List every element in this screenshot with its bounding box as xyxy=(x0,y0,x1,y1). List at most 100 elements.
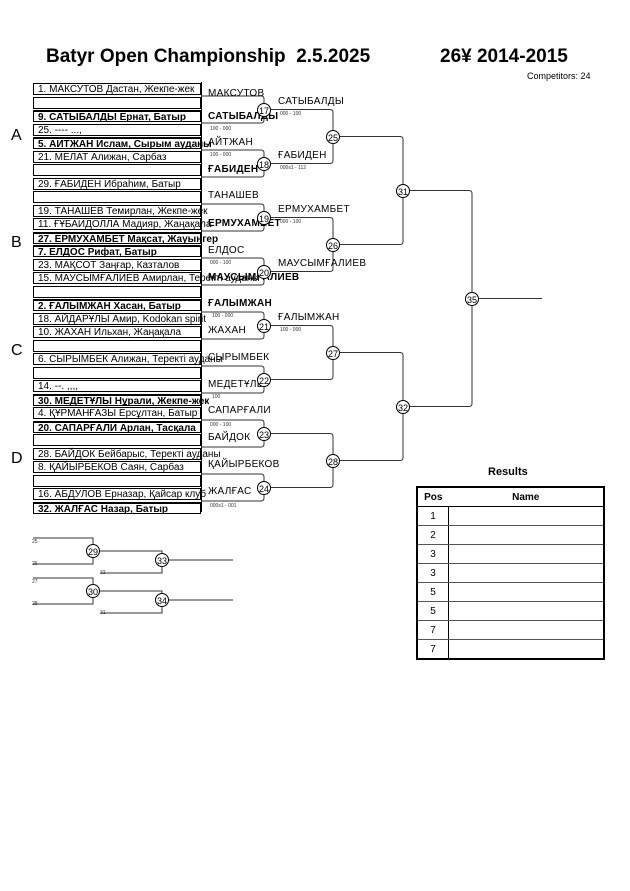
results-row: 3 xyxy=(417,563,604,583)
results-row: 7 xyxy=(417,639,604,660)
bracket-entry: 4. ҚҰРМАНҒАЗЫ Ерсұлтан, Батыр xyxy=(33,407,201,419)
round1-winner: САПАРҒАЛИ xyxy=(208,405,271,416)
match-score: 100 - 000 xyxy=(280,327,302,333)
round2-winner: ҒАБИДЕН xyxy=(278,150,327,161)
bracket-entry: 14. --. ,,,, xyxy=(33,380,201,392)
round1-winner: СЫРЫМБЕК xyxy=(208,352,270,363)
match-node: 19 xyxy=(257,210,271,225)
category-title: 26¥ 2014-2015 xyxy=(440,46,568,67)
competitors-count: Competitors: 24 xyxy=(527,71,591,81)
bracket-entry: 16. АБДУЛОВ Ерназар, Қайсар клуб xyxy=(33,488,206,500)
repechage-source-label: 27 xyxy=(32,579,38,585)
pool-label-d: D xyxy=(11,450,23,467)
bracket-entry: 10. ЖАХАН Ильхан, Жаңақала xyxy=(33,326,201,338)
match-score: 000 - 100 xyxy=(210,422,232,428)
results-row: 5 xyxy=(417,601,604,621)
round1-winner: БАЙДОК xyxy=(208,432,251,443)
bracket-line xyxy=(270,325,334,380)
results-pos: 3 xyxy=(417,563,449,583)
bracket-entry xyxy=(33,366,201,379)
bracket-line xyxy=(340,352,404,461)
results-pos: 2 xyxy=(417,525,449,545)
bracket-entry: 23. МАҚСОТ Заңғар, Казталов xyxy=(33,258,201,271)
bracket-entry: 5. АИТЖАН Ислам, Сырым ауданы xyxy=(33,137,212,150)
bracket-line xyxy=(410,190,473,407)
results-name xyxy=(448,506,604,526)
bracket-entry: 32. ЖАЛҒАС Назар, Батыр xyxy=(33,501,201,515)
round1-winner: ҒАЛЫМЖАН xyxy=(208,298,273,309)
round2-winner: ЕРМУХАМБЕТ xyxy=(278,204,350,215)
round1-winner: ҚАЙЫРБЕКОВ xyxy=(208,459,280,470)
round1-winner: ЖАЛҒАС xyxy=(208,486,252,497)
page-title: Batyr Open Championship 2.5.2025 xyxy=(46,46,371,67)
round1-winner: МАУСЫМҒАЛИЕВ xyxy=(208,272,300,283)
round1-winner: МЕДЕТҰЛЫ xyxy=(208,379,266,390)
repechage-source-label: 28 xyxy=(32,601,38,607)
bracket-line xyxy=(33,537,233,574)
round2-winner: ҒАЛЫМЖАН xyxy=(278,312,340,323)
match-node: 25 xyxy=(326,129,340,144)
bracket-entry xyxy=(33,96,201,109)
match-node: 32 xyxy=(396,399,410,414)
round2-winner: МАУСЫМҒАЛИЕВ xyxy=(278,258,367,269)
results-name xyxy=(448,601,604,621)
results-name xyxy=(448,544,604,564)
bracket-entry: 1. МАКСУТОВ Дастан, Жекпе-жек xyxy=(33,83,201,95)
bracket-entry: 11. ҒҰБАИДОЛЛА Мадияр, Жаңақала xyxy=(33,218,211,230)
pool-label-c: C xyxy=(11,342,23,359)
bracket-entry: 9. САТЫБАЛДЫ Ернат, Батыр xyxy=(33,110,201,123)
round1-winner: МАКСУТОВ xyxy=(208,88,265,99)
match-node: 33 xyxy=(155,553,169,567)
match-node: 29 xyxy=(86,544,100,558)
results-header-name: Name xyxy=(448,487,604,507)
match-node: 17 xyxy=(257,102,271,117)
round1-winner: ҒАБИДЕН xyxy=(208,164,259,175)
match-score: 000s1 - 112 xyxy=(280,165,307,171)
match-node: 26 xyxy=(326,237,340,252)
match-node: 23 xyxy=(257,426,271,441)
bracket-entry: 20. САПАРҒАЛИ Арлан, Тасқала xyxy=(33,420,201,434)
match-node: 31 xyxy=(396,183,410,198)
match-score: 100 - 000 xyxy=(210,152,232,158)
bracket-entry: 27. ЕРМУХАМБЕТ Мақсат, Жауынгер xyxy=(33,231,218,245)
repechage-source-label: 26 xyxy=(32,561,38,567)
bracket-entry: 25. ---- ..., xyxy=(33,123,201,136)
round1-winner: САТЫБАЛДЫ xyxy=(208,111,279,122)
bracket-entry: 15. МАУСЫМҒАЛИЕВ Амирлан, Теректі ауданы xyxy=(33,272,260,284)
bracket-entry: 28. БАЙДОК Бейбарыс, Теректі ауданы xyxy=(33,447,221,460)
results-name xyxy=(448,525,604,545)
match-node: 20 xyxy=(257,264,271,279)
round1-winner: ЖАХАН xyxy=(208,325,246,336)
match-node: 21 xyxy=(257,318,271,333)
results-name xyxy=(448,639,604,660)
bracket-line xyxy=(33,577,233,614)
results-row: 2 xyxy=(417,525,604,545)
results-pos: 5 xyxy=(417,601,449,621)
pool-label-a: A xyxy=(11,127,22,144)
match-node: 27 xyxy=(326,345,340,360)
bracket-entry: 29. ҒАБИДЕН Ибраһим, Батыр xyxy=(33,177,201,190)
divider xyxy=(201,82,202,512)
match-score: 100 xyxy=(212,394,221,400)
match-score: 100 - 000 xyxy=(212,313,234,319)
match-node: 22 xyxy=(257,372,271,387)
bracket-entry xyxy=(33,164,201,176)
match-node: 34 xyxy=(155,593,169,607)
results-row: 3 xyxy=(417,544,604,564)
bracket-entry: 18. АЙДАРҰЛЫ Амир, Kodokan spirit xyxy=(33,312,206,325)
results-pos: 5 xyxy=(417,582,449,602)
repechage-source-label: 32 xyxy=(100,570,106,576)
match-node: 35 xyxy=(465,291,479,306)
results-title: Results xyxy=(488,466,528,478)
bracket-entry xyxy=(33,285,201,298)
round1-winner: ЕЛДОС xyxy=(208,245,245,256)
repechage-source-label: 25 xyxy=(32,539,38,545)
round2-winner: САТЫБАЛДЫ xyxy=(278,96,344,107)
match-node: 24 xyxy=(257,480,271,495)
results-name xyxy=(448,620,604,640)
bracket-entry: 6. СЫРЫМБЕК Алижан, Теректі ауданы xyxy=(33,353,223,365)
bracket-entry: 2. ҒАЛЫМЖАН Хасан, Батыр xyxy=(33,299,201,312)
bracket-entry: 8. ҚАЙЫРБЕКОВ Саян, Сарбаз xyxy=(33,461,201,473)
